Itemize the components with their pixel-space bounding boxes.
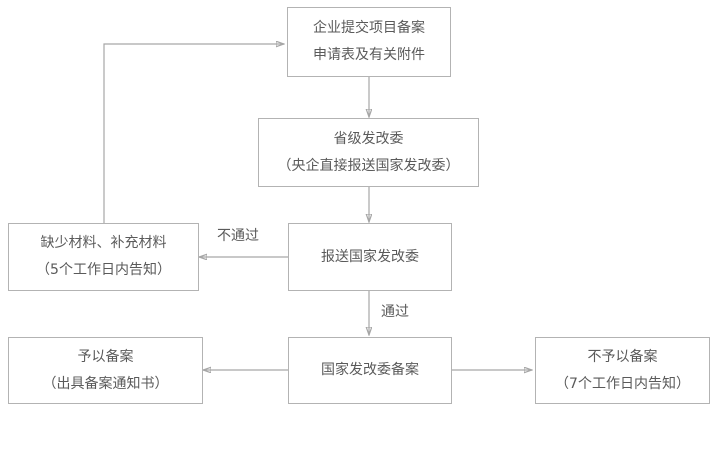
node-label-line2: （央企直接报送国家发改委）	[277, 157, 460, 174]
node-label-line1: 国家发改委备案	[321, 362, 419, 379]
node-label-line1: 缺少材料、补充材料	[40, 235, 167, 252]
node-label-line1: 不予以备案	[587, 348, 658, 365]
node-label-line1: 企业提交项目备案	[313, 20, 425, 37]
node-approve-record[interactable]: 予以备案 （出具备案通知书）	[8, 337, 203, 404]
node-national-ndrc-record[interactable]: 国家发改委备案	[288, 337, 452, 404]
edge-label-fail: 不通过	[217, 228, 259, 244]
node-report-to-national-ndrc[interactable]: 报送国家发改委	[288, 223, 452, 291]
node-missing-materials[interactable]: 缺少材料、补充材料 （5个工作日内告知）	[8, 223, 199, 291]
node-submit-application[interactable]: 企业提交项目备案 申请表及有关附件	[287, 7, 451, 77]
edge-missing-to-submit	[103, 44, 284, 224]
node-label-line2: （7个工作日内告知）	[555, 375, 690, 392]
node-provincial-ndrc[interactable]: 省级发改委 （央企直接报送国家发改委）	[258, 118, 479, 187]
node-label-line2: 申请表及有关附件	[313, 47, 425, 63]
edge-label-pass: 通过	[381, 304, 409, 320]
node-label-line1: 报送国家发改委	[321, 248, 419, 265]
node-label-line1: 予以备案	[77, 348, 134, 365]
node-label-line2: （出具备案通知书）	[42, 375, 169, 392]
node-label-line1: 省级发改委	[333, 130, 404, 147]
node-label-line2: （5个工作日内告知）	[36, 262, 171, 278]
node-reject-record[interactable]: 不予以备案 （7个工作日内告知）	[535, 337, 710, 404]
